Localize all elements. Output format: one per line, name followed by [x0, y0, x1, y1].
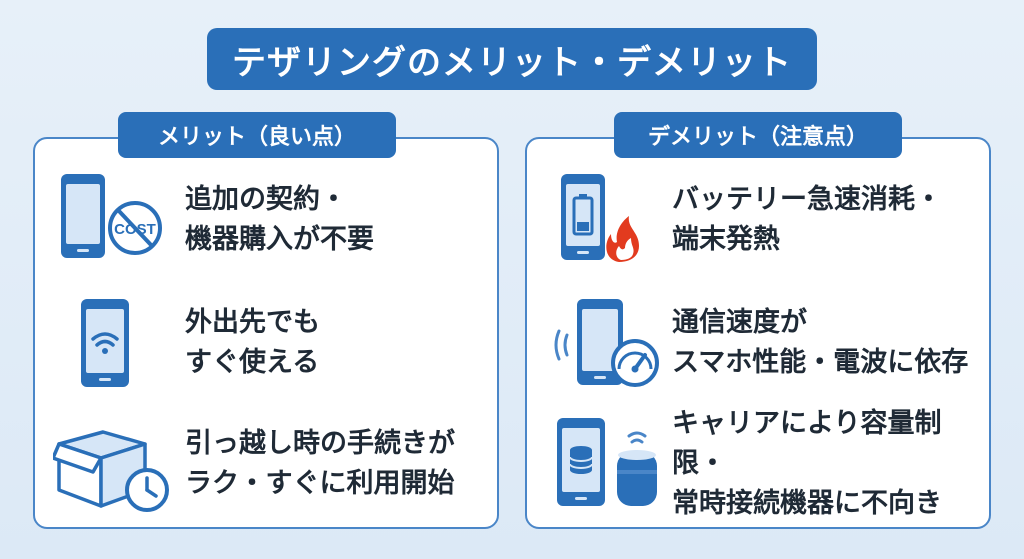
merit-item-use-anywhere: 外出先でも すぐ使える	[35, 288, 497, 398]
merit-label: メリット（良い点）	[118, 112, 396, 158]
phone-speedometer-icon	[545, 293, 665, 393]
demerit-item-line2: 常時接続機器に不向き	[672, 488, 942, 519]
merit-item-line2: ラク・すぐに利用開始	[185, 468, 455, 499]
demerit-item-line2: スマホ性能・電波に依存	[672, 347, 969, 378]
demerit-item-data-cap: キャリアにより容量制限・ 常時接続機器に不向き	[527, 408, 989, 519]
phone-database-speaker-icon	[545, 414, 665, 514]
demerit-item-line1: 通信速度が	[672, 307, 807, 338]
merit-item-moving: 引っ越し時の手続きが ラク・すぐに利用開始	[35, 409, 497, 519]
merit-item-line1: 追加の契約・	[185, 184, 347, 215]
phone-wifi-icon	[53, 293, 173, 393]
demerit-item-battery: バッテリー急速消耗・ 端末発熱	[527, 165, 989, 275]
demerit-panel: バッテリー急速消耗・ 端末発熱 通信速度が スマホ性能・電波に依存	[525, 137, 991, 529]
page-title: テザリングのメリット・デメリット	[207, 28, 817, 90]
merit-item-line1: 引っ越し時の手続きが	[185, 428, 455, 459]
demerit-item-line1: バッテリー急速消耗・	[672, 184, 942, 215]
merit-item-no-contract: COST 追加の契約・ 機器購入が不要	[35, 165, 497, 275]
phone-no-cost-icon: COST	[53, 170, 173, 270]
merit-item-line1: 外出先でも	[185, 307, 320, 338]
merit-item-line2: すぐ使える	[185, 347, 320, 378]
merit-panel: COST 追加の契約・ 機器購入が不要 外出先でも すぐ使える	[33, 137, 499, 529]
merit-item-line2: 機器購入が不要	[185, 224, 374, 255]
demerit-label: デメリット（注意点）	[614, 112, 902, 158]
box-clock-icon	[53, 414, 173, 514]
demerit-item-line2: 端末発熱	[672, 224, 780, 255]
demerit-item-speed: 通信速度が スマホ性能・電波に依存	[527, 288, 989, 398]
phone-battery-fire-icon	[545, 170, 665, 270]
demerit-item-line1: キャリアにより容量制限・	[672, 408, 942, 479]
